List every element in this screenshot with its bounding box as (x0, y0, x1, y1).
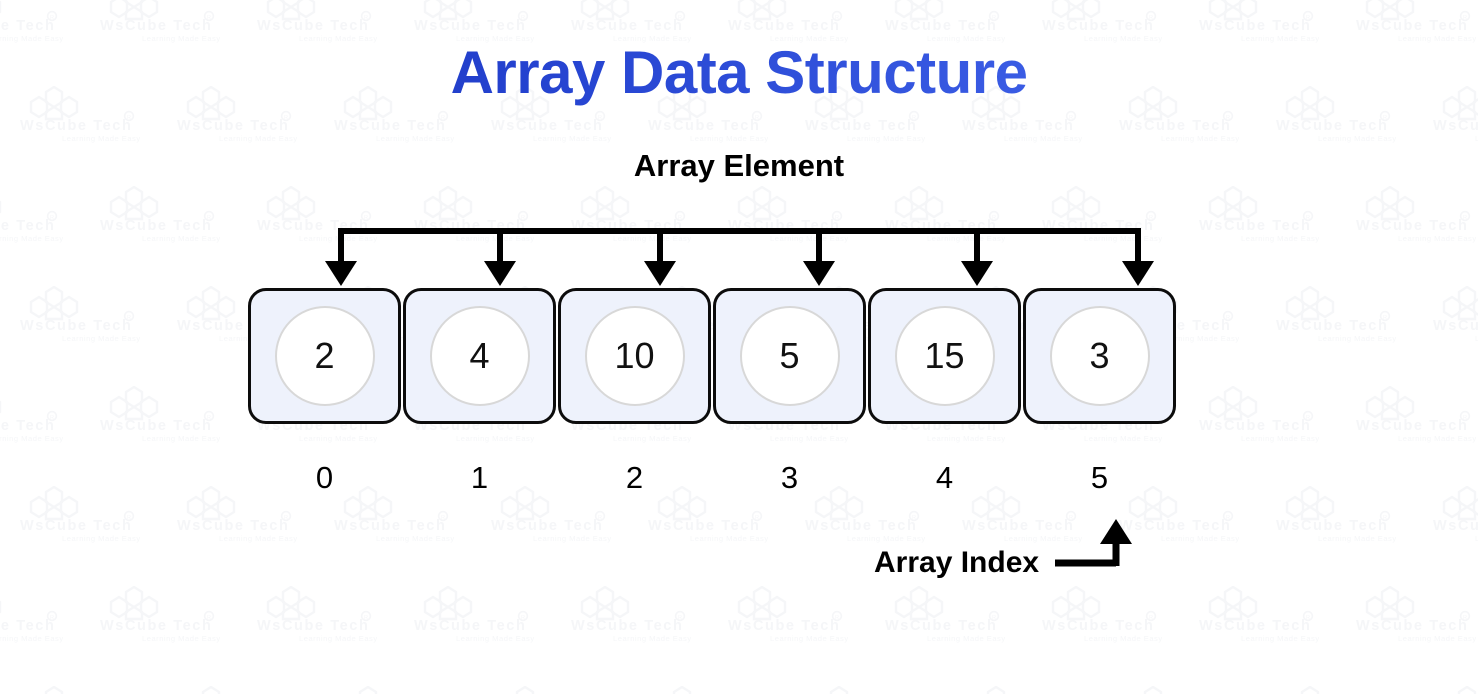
array-cell-value: 15 (894, 306, 995, 406)
array-cell-value: 2 (274, 306, 375, 406)
array-index-value: 4 (935, 460, 954, 495)
array-cell[interactable]: 15 (868, 288, 1021, 424)
array-element-label: Array Element (633, 148, 845, 183)
array-cell[interactable]: 5 (713, 288, 866, 424)
array-cell-value: 10 (584, 306, 685, 406)
array-cell-value: 5 (739, 306, 840, 406)
array-cell[interactable]: 10 (558, 288, 711, 424)
array-index-value: 1 (470, 460, 489, 495)
array-cell[interactable]: 3 (1023, 288, 1176, 424)
array-index-value: 3 (780, 460, 799, 495)
array-cell[interactable]: 4 (403, 288, 556, 424)
page-title: Array Data Structure (0, 38, 1478, 107)
array-cells: 2 4 10 5 15 3 (248, 288, 1176, 424)
array-cell-value: 4 (429, 306, 530, 406)
array-index-label: Array Index (874, 546, 1040, 579)
array-index-value: 2 (625, 460, 644, 495)
array-index-value: 0 (315, 460, 334, 495)
array-index-value: 5 (1090, 460, 1109, 495)
array-cell[interactable]: 2 (248, 288, 401, 424)
array-cell-value: 3 (1049, 306, 1150, 406)
array-index-row: 0 1 2 3 4 5 (248, 460, 1176, 496)
